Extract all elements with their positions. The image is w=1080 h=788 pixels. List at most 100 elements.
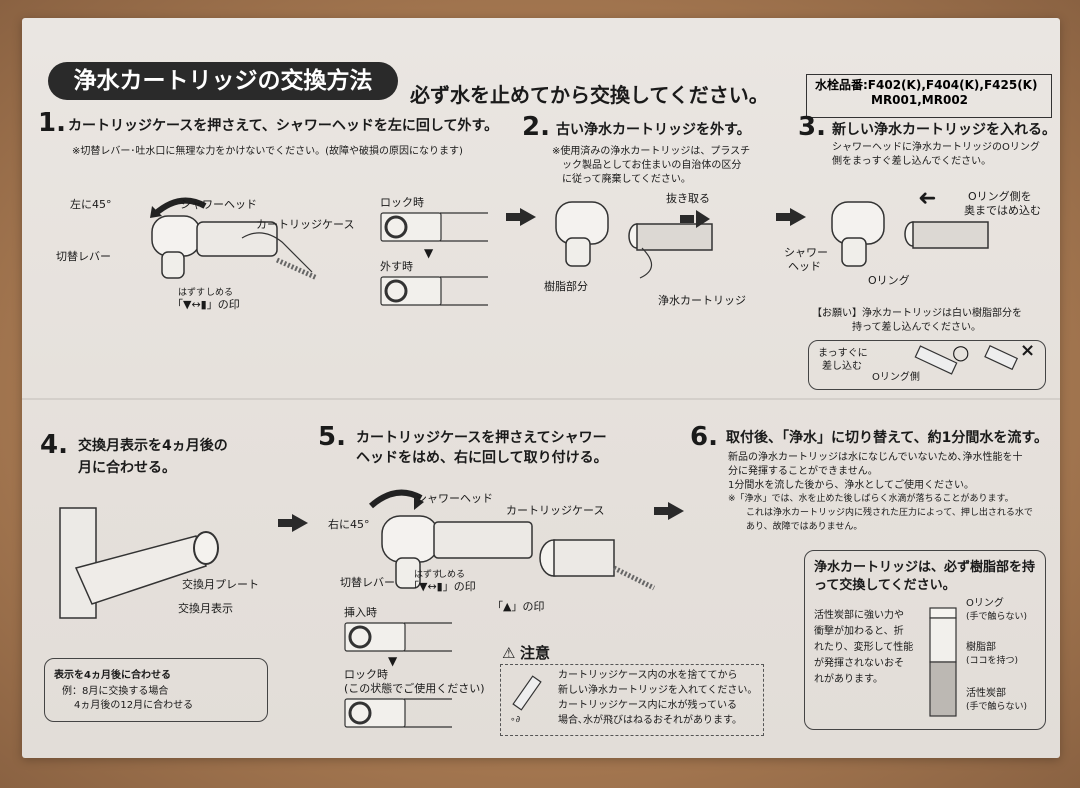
step3-label-shower1: シャワー bbox=[784, 246, 828, 259]
resin-box-title1: 浄水カートリッジは、必ず樹脂部を持 bbox=[814, 560, 1036, 575]
resin-warning-box bbox=[804, 550, 1046, 730]
page-title: 浄水カートリッジの交換方法 bbox=[48, 62, 398, 100]
next-step-arrow-icon bbox=[776, 208, 806, 226]
step5-lock-state-diagram bbox=[344, 698, 452, 728]
step5-label-shimeru: しめる bbox=[438, 570, 466, 580]
paper-fold-line bbox=[22, 398, 1060, 400]
resin-cartridge-diagram bbox=[929, 607, 957, 717]
resin-box-body3: れたり、変形して性能 bbox=[814, 642, 914, 653]
step5-label-right45: 右に45° bbox=[328, 518, 370, 531]
caution-line1: カートリッジケース内の水を捨ててから bbox=[558, 670, 738, 681]
step1-text: カートリッジケースを押さえて、シャワーヘッドを左に回して外す。 bbox=[68, 118, 499, 134]
step1-label-case: カートリッジケース bbox=[256, 218, 355, 231]
caution-line3: カートリッジケース内に水が残っている bbox=[558, 700, 737, 711]
step5-faucet-diagram bbox=[381, 515, 656, 591]
step5-label-lock2: (この状態でご使用ください) bbox=[344, 682, 485, 695]
model-numbers-line1: 水栓品番:F402(K),F404(K),F425(K) bbox=[815, 78, 1038, 92]
step4-box-title: 表示を4ヵ月後に合わせる bbox=[54, 670, 171, 681]
step1-rotate-arrow-icon bbox=[150, 197, 207, 218]
resin-box-body2: 衝撃が加わると、折 bbox=[814, 626, 904, 637]
step3-label-shower2: ヘッド bbox=[788, 260, 821, 273]
caution-box bbox=[500, 664, 764, 736]
step3-number: 3. bbox=[798, 112, 826, 142]
step1-label-hazusu: はずす bbox=[178, 288, 206, 298]
step5-label-lever: 切替レバー bbox=[340, 576, 395, 589]
step5-label-lock1: ロック時 bbox=[344, 668, 388, 681]
step2-text: 古い浄水カートリッジを外す。 bbox=[556, 122, 751, 138]
step2-number: 2. bbox=[522, 112, 550, 142]
next-step-arrow-icon bbox=[506, 208, 536, 226]
step2-note2: ック製品としてお住まいの自治体の区分 bbox=[562, 160, 742, 171]
step4-box-ex1: 例：8月に交換する場合 bbox=[62, 686, 169, 697]
step1-label-mark: 「▼↔▮」の印 bbox=[172, 298, 240, 311]
model-numbers-box: 水栓品番:F402(K),F404(K),F425(K) MR001,MR002 bbox=[806, 74, 1052, 118]
step4-text2: 月に合わせる。 bbox=[78, 460, 176, 476]
step6-text: 取付後、「浄水」に切り替えて、約1分間水を流す。 bbox=[726, 430, 1048, 446]
step1-label-remove: 外す時 bbox=[380, 260, 413, 273]
step3-label-straight1: まっすぐに bbox=[818, 348, 868, 359]
pull-arrow-icon bbox=[680, 210, 710, 228]
step5-label-showerhead: シャワーヘッド bbox=[416, 492, 493, 505]
step4-label-plate: 交換月プレート bbox=[182, 578, 259, 591]
step4-faucet-diagram bbox=[59, 507, 219, 619]
resin-label-resin: 樹脂部 bbox=[966, 642, 996, 653]
step3-label-oring-side2: 奥まではめ込む bbox=[964, 204, 1041, 217]
step1-label-lock: ロック時 bbox=[380, 196, 424, 209]
step2-label-resin: 樹脂部分 bbox=[544, 280, 588, 293]
step6-number: 6. bbox=[690, 422, 718, 452]
step1-label-lever: 切替レバー bbox=[56, 250, 111, 263]
resin-box-title2: って交換してください。 bbox=[814, 578, 956, 593]
step1-remove-state-diagram bbox=[380, 276, 488, 306]
step5-number: 5. bbox=[318, 422, 346, 452]
step3-wrong-insert-icon bbox=[984, 345, 1019, 371]
caution-warning-icon: ⚠ bbox=[502, 644, 516, 662]
step4-label-display: 交換月表示 bbox=[178, 602, 233, 615]
step1-note: ※切替レバー･吐水口に無理な力をかけないでください。(故障や破損の原因になります… bbox=[72, 146, 463, 157]
model-numbers-line2: MR001,MR002 bbox=[871, 93, 969, 107]
step2-note1: ※使用済みの浄水カートリッジは、プラスチ bbox=[552, 146, 751, 157]
step5-text1: カートリッジケースを押さえてシャワー bbox=[356, 430, 607, 446]
step1-label-showerhead: シャワーヘッド bbox=[180, 198, 257, 211]
step4-number: 4. bbox=[40, 430, 68, 460]
caution-cartridge-icon: ∘∂ bbox=[510, 675, 542, 725]
step5-insert-state-diagram bbox=[344, 622, 452, 652]
caution-line4: 場合､水が飛びはねるおそれがあります。 bbox=[558, 715, 742, 726]
step1-number: 1. bbox=[38, 108, 66, 138]
step5-text2: ヘッドをはめ、右に回して取り付ける。 bbox=[356, 450, 608, 466]
step3-insert-example-box bbox=[808, 340, 1046, 390]
step3-mark-ok: ○ bbox=[952, 340, 970, 364]
step4-box-ex2: 4ヵ月後の12月に合わせる bbox=[74, 700, 194, 711]
step5-rotate-arrow-icon bbox=[369, 489, 424, 510]
step3-cartridge-insert-diagram bbox=[831, 201, 989, 267]
step4-example-box bbox=[44, 658, 268, 722]
step2-label-cartridge: 浄水カートリッジ bbox=[658, 294, 746, 307]
step6-body1: 新品の浄水カートリッジは水になじんでいないため､浄水性能を十 bbox=[728, 452, 1023, 463]
next-step-arrow-icon bbox=[654, 502, 684, 520]
step5-label-insert: 挿入時 bbox=[344, 606, 377, 619]
step6-note2: これは浄水カートリッジ内に残された圧力によって、押し出される水で bbox=[746, 508, 1033, 518]
step3-note2: 側をまっすぐ差し込んでください。 bbox=[832, 156, 992, 167]
step3-label-straight2: 差し込む bbox=[822, 361, 862, 372]
caution-title: 注意 bbox=[520, 644, 551, 662]
resin-label-oring-note: (手で触らない) bbox=[966, 612, 1028, 622]
resin-box-body1: 活性炭部に強い力や bbox=[814, 610, 904, 621]
step3-label-oring: Oリング bbox=[868, 274, 910, 287]
step3-request1: 【お願い】浄水カートリッジは白い樹脂部分を bbox=[812, 308, 1022, 319]
step6-body2: 分に発揮することができません。 bbox=[728, 466, 878, 477]
page-subtitle: 必ず水を止めてから交換してください。 bbox=[410, 83, 769, 107]
caution-line2: 新しい浄水カートリッジを入れてください。 bbox=[558, 685, 758, 696]
step5-label-mark: 「▼↔▮」の印 bbox=[408, 580, 476, 593]
step3-mark-ng: × bbox=[1020, 340, 1036, 361]
step3-request2: 持って差し込んでください。 bbox=[852, 322, 981, 333]
instruction-sheet: 浄水カートリッジの交換方法 必ず水を止めてから交換してください。 水栓品番:F4… bbox=[22, 18, 1060, 758]
step2-note3: に従って廃棄してください。 bbox=[562, 174, 691, 185]
resin-box-body4: が発揮されないおそ bbox=[814, 658, 904, 669]
step5-label-hazusu: はずす bbox=[414, 570, 442, 580]
step5-label-case: カートリッジケース bbox=[506, 504, 605, 517]
step3-note1: シャワーヘッドに浄水カートリッジのOリング bbox=[832, 142, 1040, 153]
step1-label-left45: 左に45° bbox=[70, 198, 112, 211]
resin-label-oring: Oリング bbox=[966, 598, 1004, 609]
step2-cartridge-removal-diagram bbox=[555, 201, 713, 279]
step5-label-amark: 「▲」の印 bbox=[492, 600, 545, 613]
resin-label-carbon: 活性炭部 bbox=[966, 688, 1006, 699]
